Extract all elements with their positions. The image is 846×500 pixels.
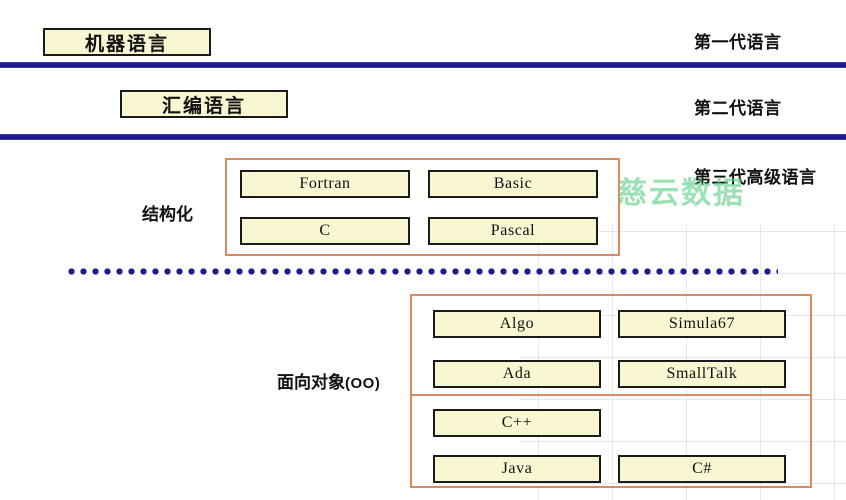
chip-assembly-language: 汇编语言	[120, 90, 288, 118]
section-label-oo-suffix: (OO)	[345, 375, 381, 392]
group-box-oo-internal-divider	[410, 394, 812, 396]
chip-c: C	[240, 217, 410, 245]
generation-label-third: 第三代高级语言	[694, 168, 817, 187]
chip-pascal: Pascal	[428, 217, 598, 245]
chip-simula67: Simula67	[618, 310, 786, 338]
chip-java: Java	[433, 455, 601, 483]
generation-label-second: 第二代语言	[694, 99, 782, 118]
chip-csharp: C#	[618, 455, 786, 483]
chip-algo: Algo	[433, 310, 601, 338]
chip-basic: Basic	[428, 170, 598, 198]
chip-ada: Ada	[433, 360, 601, 388]
chip-fortran: Fortran	[240, 170, 410, 198]
generation-divider-bar-1	[0, 62, 846, 68]
chip-smalltalk: SmallTalk	[618, 360, 786, 388]
section-label-object-oriented: 面向对象(OO)	[277, 368, 380, 393]
group-box-structured	[225, 158, 620, 256]
generation-divider-bar-2	[0, 134, 846, 140]
chip-machine-language: 机器语言	[43, 28, 211, 56]
dotted-divider	[68, 268, 778, 275]
generation-label-first: 第一代语言	[694, 33, 782, 52]
section-label-structured: 结构化	[142, 205, 193, 224]
group-box-object-oriented	[410, 294, 812, 488]
section-label-oo-main: 面向对象	[277, 373, 345, 392]
chip-cplusplus: C++	[433, 409, 601, 437]
